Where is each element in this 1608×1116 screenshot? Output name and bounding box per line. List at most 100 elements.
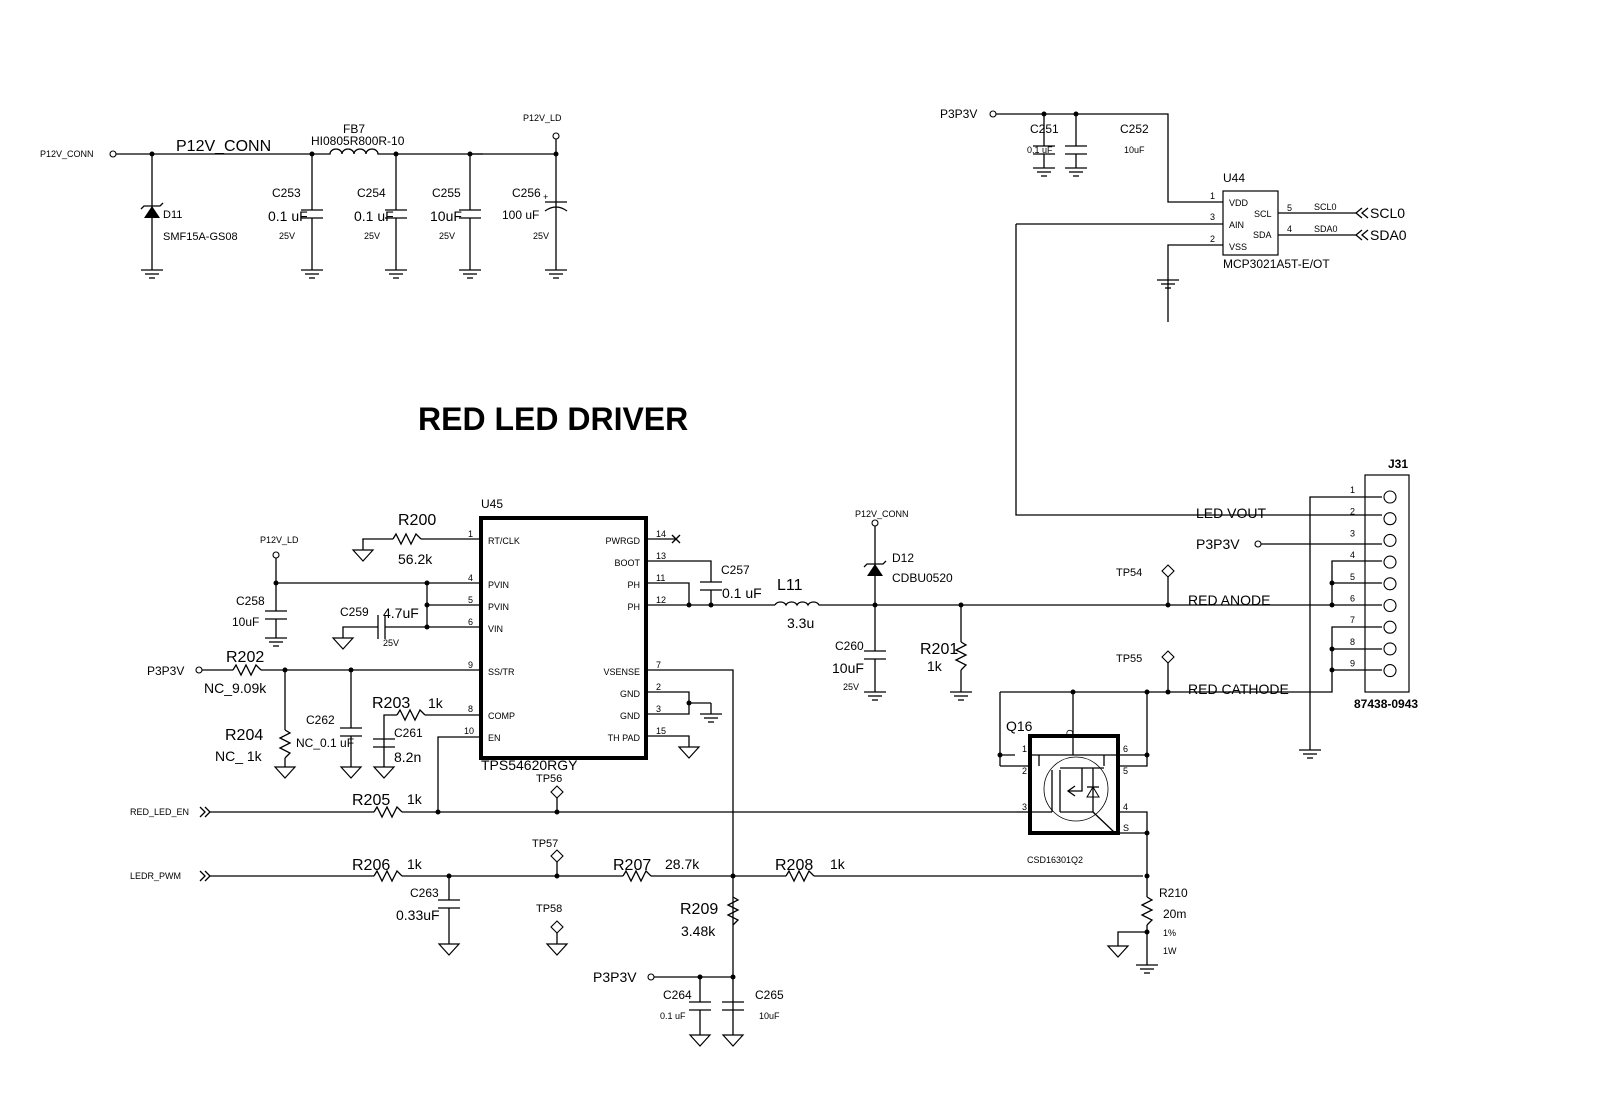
u45-pin-name: VSENSE [603,667,640,677]
u45-pin-name: PH [627,580,640,590]
j31-pin-num: 8 [1350,637,1355,647]
q16-part: CSD16301Q2 [1027,855,1083,865]
q16-pin: 4 [1123,802,1128,812]
u45-pin-num: 9 [468,660,473,670]
q16-pin: 2 [1022,766,1027,776]
u45-pin-num: 14 [656,529,666,539]
u44-pin-num: 4 [1287,224,1292,234]
net-label-led-vout: LED VOUT [1196,505,1266,521]
r206-value: 1k [407,856,423,872]
net-p12v-conn-in: P12V_CONN [40,149,94,159]
j31-pin-num: 1 [1350,485,1355,495]
ic-u44 [1222,190,1279,256]
port-ledr-pwm: LEDR_PWM [130,871,181,881]
j31-pin-contact [1383,533,1397,547]
u44-pin-name: VDD [1229,198,1249,208]
inductor-l11 [774,601,867,607]
c254-voltage: 25V [364,231,380,241]
u45-pin-num: 11 [656,573,665,583]
control-section: RED_LED_EN R205 1k TP56 LEDR_PWM R206 1k… [130,773,1143,1047]
d11-ref: D11 [163,209,182,221]
sda-wire-label: SDA0 [1314,224,1338,234]
d12-ref: D12 [892,551,914,565]
j31-pin-contact [1383,598,1397,613]
j31-pin-contact [1383,555,1397,569]
net-label-red-cathode: RED CATHODE [1188,681,1289,697]
scl-wire-label: SCL0 [1314,202,1337,212]
l11-value: 3.3u [787,615,814,631]
port-scl0: SCL0 [1370,205,1405,221]
q16-pin: 5 [1123,766,1128,776]
d11-part: SMF15A-GS08 [163,231,238,243]
u45-pin-name: RT/CLK [488,536,520,546]
r208-ref: R208 [775,857,813,874]
c253-ref: C253 [272,186,301,200]
c263-ref: C263 [410,886,439,900]
r210-power: 1W [1163,946,1177,956]
u44-part: MCP3021A5T-E/OT [1223,257,1330,271]
u45-pin-name: TH PAD [608,733,641,743]
j31-pin-contact [1383,620,1397,634]
j31-pin-contact [1383,512,1397,526]
u45-pin-name: COMP [488,711,515,721]
u45-pin-name: EN [488,733,501,743]
net-p12v-ld-u45: P12V_LD [260,535,299,545]
q16-pin: 3 [1022,802,1027,812]
r205-ref: R205 [352,792,390,809]
r204-ref: R204 [225,727,263,744]
port-red-led-en: RED_LED_EN [130,807,189,817]
c257-ref: C257 [721,563,750,577]
r200-ref: R200 [398,512,436,529]
power-port-p3p3v-adc [989,110,997,118]
u44-pin-num: 3 [1210,212,1215,222]
c264-ref: C264 [663,988,692,1002]
u45-pin-num: 6 [468,617,473,627]
power-port-p12v-ld [552,132,560,140]
r207-value: 28.7k [665,856,700,872]
u45-pin-name: PVIN [488,602,509,612]
c253-voltage: 25V [279,231,295,241]
c252-value: 10uF [1124,145,1145,155]
r205-value: 1k [407,791,423,807]
c258-value: 10uF [232,615,259,629]
u45-pin-num: 3 [656,704,661,714]
c259-value: 4.7uF [383,605,419,621]
u44-pin-num: 1 [1210,191,1215,201]
c255-value: 10uF [430,208,462,224]
r206-ref: R206 [352,857,390,874]
c252-ref: C252 [1120,122,1149,136]
r208-value: 1k [830,856,846,872]
d12-part: CDBU0520 [892,571,953,585]
u45-pin-num: 8 [468,704,473,714]
u45-pin-num: 15 [656,726,666,736]
tp57-label: TP57 [532,838,558,850]
net-p3p3v-bottom: P3P3V [593,969,637,985]
u45-pin-num: 13 [656,551,666,561]
r210-tolerance: 1% [1163,928,1176,938]
mosfet-q16 [1028,734,1120,835]
q16-ref: Q16 [1006,718,1033,734]
net-label-p12v-conn: P12V_CONN [176,138,271,155]
input-filter-section: P12V_CONN P12V_CONN FB7 HI0805R800R-10 P… [40,113,568,279]
r204-value: NC_ 1k [215,748,263,764]
u45-part: TPS54620RGY [481,757,578,773]
tp58-label: TP58 [536,903,562,915]
j31-pin-contact [1383,490,1397,504]
u45-pin-name: SS/TR [488,667,515,677]
u44-pin-num: 5 [1287,203,1292,213]
u45-pin-num: 4 [468,573,473,583]
u45-pin-num: 5 [468,595,473,605]
c256-polarity: + [543,192,548,202]
u45-pin-name: PH [627,602,640,612]
u45-pin-num: 7 [656,660,661,670]
output-section: LED VOUT P3P3V RED ANODE RED CATHODE TP5… [997,457,1418,974]
c263-value: 0.33uF [396,907,440,923]
c251-ref: C251 [1030,122,1059,136]
regulator-section: U45 TPS54620RGY 1 RT/CLK 4 PVIN 5 PVIN 6… [147,497,1164,1035]
r209-ref: R209 [680,901,718,918]
u45-pin-num: 10 [464,726,474,736]
tp54-label: TP54 [1116,567,1142,579]
c254-value: 0.1 uF [354,208,394,224]
j31-pin-num: 3 [1350,528,1355,538]
